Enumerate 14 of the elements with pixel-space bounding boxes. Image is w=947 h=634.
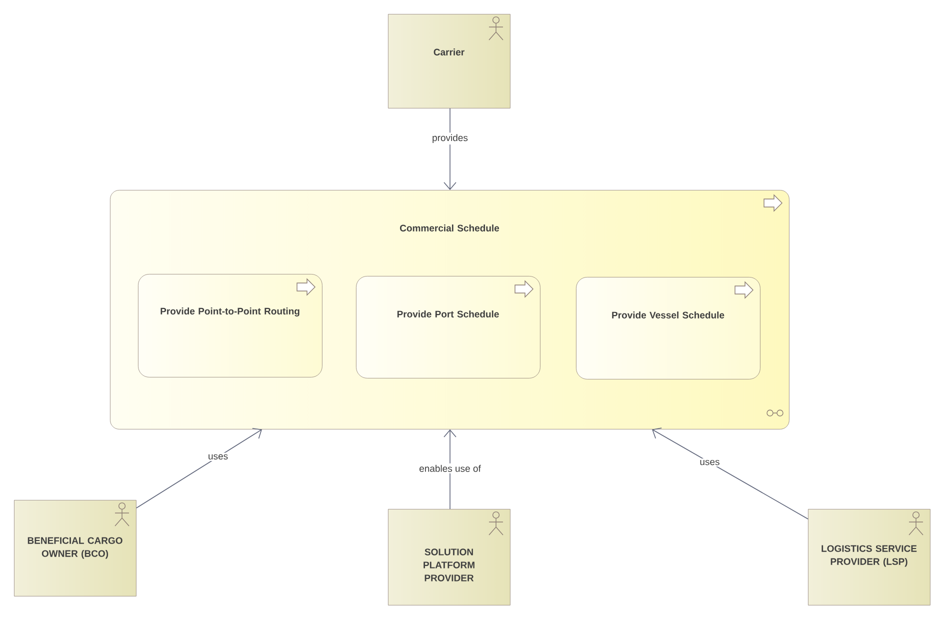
arrow	[652, 428, 808, 520]
edge-label: provides	[430, 132, 470, 145]
edge-label: uses	[698, 458, 722, 467]
actor-box: SOLUTION PLATFORM PROVIDER	[388, 509, 510, 606]
edge-label: enables use of	[418, 463, 482, 474]
service-box: Provide Port Schedule	[356, 276, 540, 378]
arrow	[136, 428, 262, 508]
actor-box: Carrier	[388, 14, 510, 108]
service-box: Provide Vessel Schedule	[576, 277, 760, 380]
service-box: Provide Point-to-Point Routing	[138, 274, 322, 378]
actor-box: LOGISTICS SERVICE PROVIDER (LSP)	[808, 509, 930, 606]
actor-box: BENEFICIAL CARGO OWNER (BCO)	[14, 500, 136, 596]
arrow	[444, 429, 456, 510]
edge-label: uses	[206, 452, 230, 461]
